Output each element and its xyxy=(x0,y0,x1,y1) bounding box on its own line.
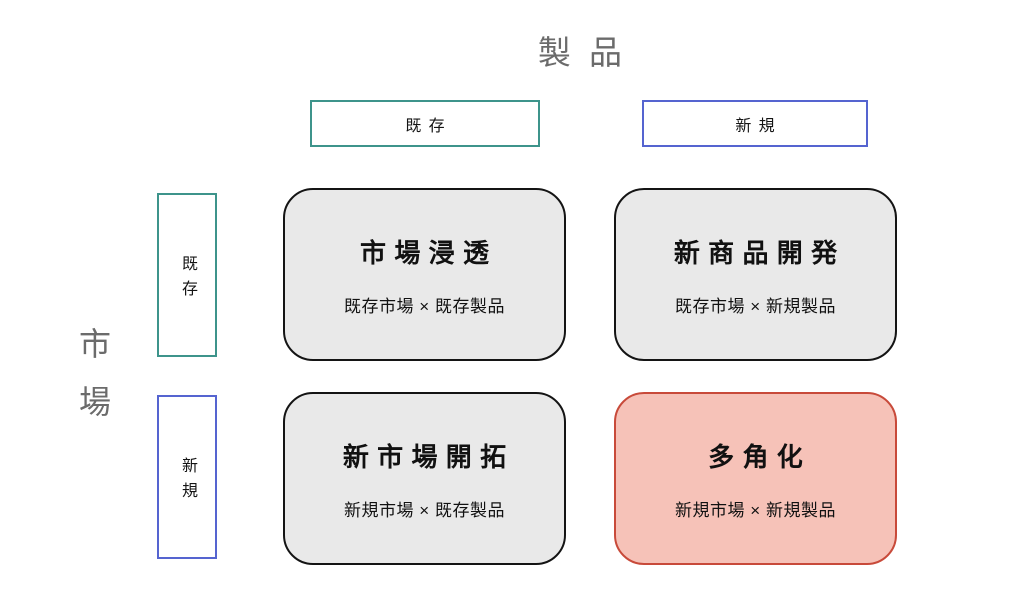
column-header-label: 既存 xyxy=(405,117,452,135)
row-header-new-market: 新規 xyxy=(157,395,217,559)
cell-subtitle: 新規市場 × 既存製品 xyxy=(344,500,505,520)
row-header-label: 既存 xyxy=(179,254,196,305)
row-header-existing-market: 既存 xyxy=(157,193,217,357)
product-axis-title: 製品 xyxy=(537,34,641,71)
cell-subtitle: 既存市場 × 既存製品 xyxy=(344,296,505,316)
cell-title: 新商品開発 xyxy=(673,237,846,268)
column-header-existing-product: 既存 xyxy=(310,100,540,147)
cell-title: 市場浸透 xyxy=(360,237,498,268)
cell-new-product-development: 新商品開発 既存市場 × 新規製品 xyxy=(614,188,897,361)
cell-subtitle: 既存市場 × 新規製品 xyxy=(675,296,836,316)
cell-diversification: 多角化 新規市場 × 新規製品 xyxy=(614,392,897,565)
row-header-label: 新規 xyxy=(179,456,196,507)
market-axis-title: 市場 xyxy=(75,327,111,443)
column-header-label: 新規 xyxy=(735,117,782,135)
cell-market-penetration: 市場浸透 既存市場 × 既存製品 xyxy=(283,188,566,361)
cell-new-market-development: 新市場開拓 新規市場 × 既存製品 xyxy=(283,392,566,565)
column-header-new-product: 新規 xyxy=(642,100,868,147)
cell-title: 新市場開拓 xyxy=(342,441,515,472)
cell-title: 多角化 xyxy=(708,441,812,472)
cell-subtitle: 新規市場 × 新規製品 xyxy=(675,500,836,520)
